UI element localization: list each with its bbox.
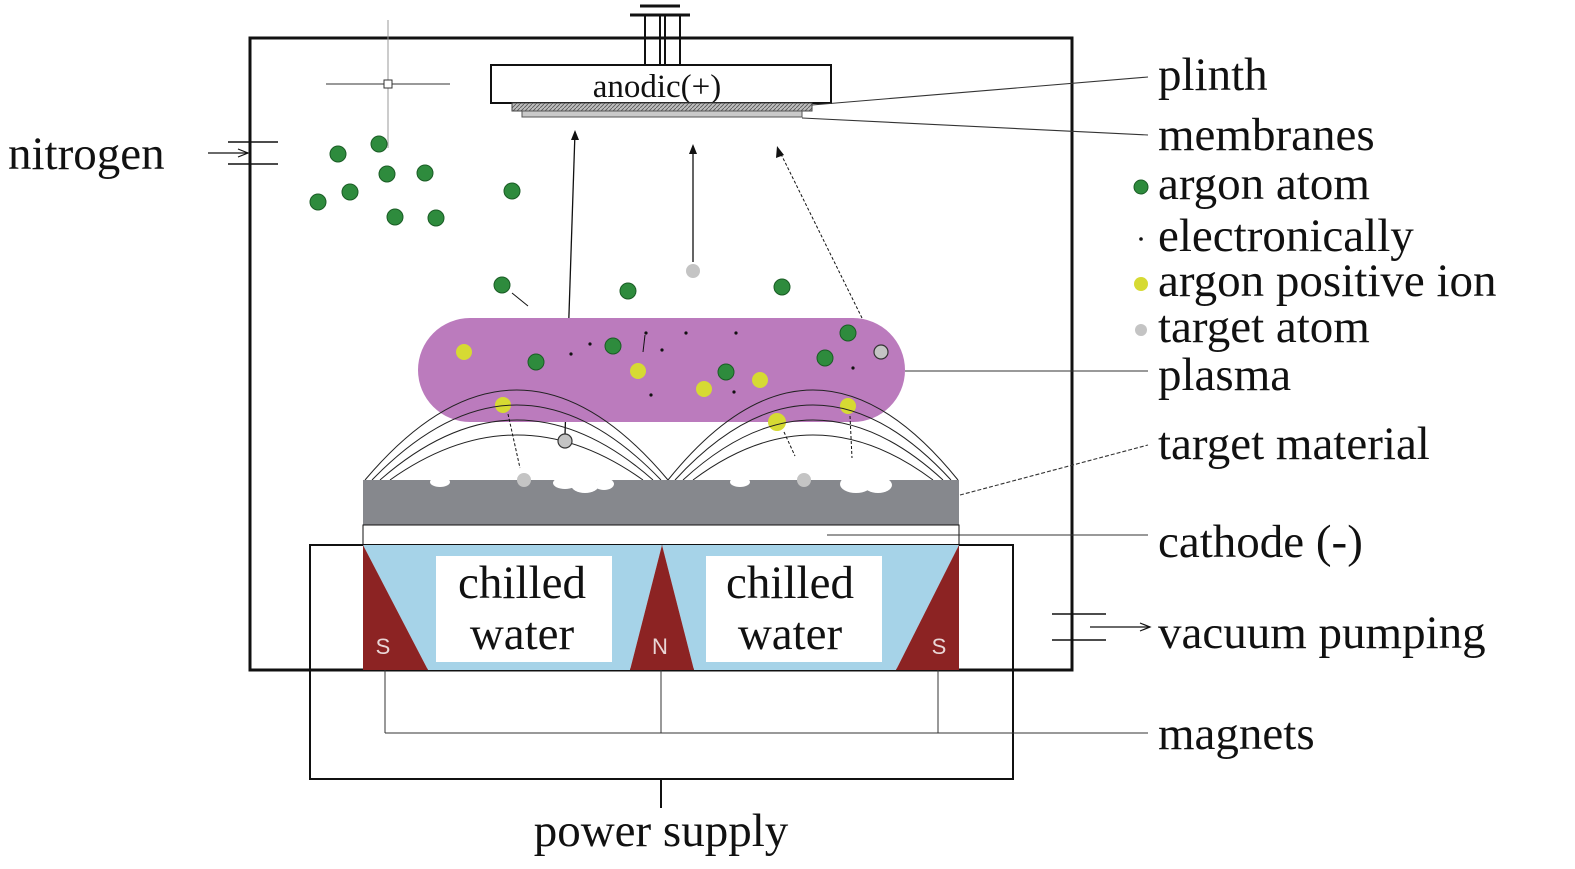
argon-atom (619, 282, 637, 300)
nitrogen-label: nitrogen (8, 128, 165, 180)
target-atom-legend-icon (1135, 324, 1147, 336)
sputter-trajectories (564, 130, 863, 436)
argon-ion-label: argon positive ion (1158, 255, 1497, 307)
argon-atom-arrow (511, 292, 529, 307)
chilled-water-left-line2: water (470, 608, 575, 660)
ion-trajectories (507, 413, 853, 469)
crosshair-marker (326, 20, 450, 148)
argon-ion-legend-icon (1134, 277, 1148, 291)
membrane-hatched (511, 102, 813, 112)
argon-atom-cluster (309, 135, 521, 227)
magnetic-field-lines (364, 389, 959, 481)
magnet-n-center (630, 545, 694, 670)
magnet-pole-n: N (652, 634, 668, 659)
electron-arrow (642, 334, 646, 353)
magnet-pole-s-left: S (376, 634, 391, 659)
anode-feedthrough (644, 15, 681, 65)
chilled-water-left-line1: chilled (458, 557, 586, 609)
chilled-water-right-line2: water (738, 608, 843, 660)
plinth-label: plinth (1158, 49, 1268, 101)
argon-atom-legend-icon (1133, 179, 1149, 195)
membrane-film (521, 110, 803, 118)
vacuum-pumping-label: vacuum pumping (1158, 607, 1486, 659)
target-material-label: target material (1158, 418, 1430, 470)
chilled-water-label-box-right (706, 556, 882, 662)
electron-label: electronically (1158, 210, 1414, 262)
electron-legend-icon (1139, 237, 1143, 241)
cathode-label: cathode (-) (1158, 516, 1363, 568)
nitrogen-inlet (208, 141, 278, 165)
plasma-region (418, 318, 905, 422)
vacuum-port (1052, 613, 1152, 641)
magnet-pole-s-right: S (932, 634, 947, 659)
argon-atom-label: argon atom (1158, 158, 1370, 210)
plasma-label: plasma (1158, 349, 1291, 401)
magnets-label: magnets (1158, 708, 1315, 760)
target-atom (557, 433, 573, 449)
chilled-water-right-line1: chilled (726, 557, 854, 609)
target-atom (686, 264, 700, 278)
plasma-argon-atoms (527, 324, 857, 381)
plinth (490, 64, 832, 104)
power-supply-label: power supply (534, 805, 789, 857)
target-atom-label: target atom (1158, 301, 1370, 353)
argon-atom (773, 278, 791, 296)
anode-label: anodic(+) (593, 69, 722, 105)
chilled-water-label-box-left (436, 556, 612, 662)
argon-atom (493, 276, 511, 294)
membranes-label: membranes (1158, 109, 1375, 161)
plasma-argon-ions (456, 344, 856, 431)
target-atom (797, 473, 811, 487)
magnet-s-right (896, 545, 959, 670)
leader-lines (801, 76, 1149, 536)
magnet-leads (384, 670, 1148, 734)
ground-icon (630, 4, 690, 17)
magnet-s-left (363, 545, 428, 670)
target-erosion (430, 475, 892, 493)
target-atom (873, 344, 889, 360)
plasma-electrons (569, 331, 855, 397)
target-atom (517, 473, 531, 487)
